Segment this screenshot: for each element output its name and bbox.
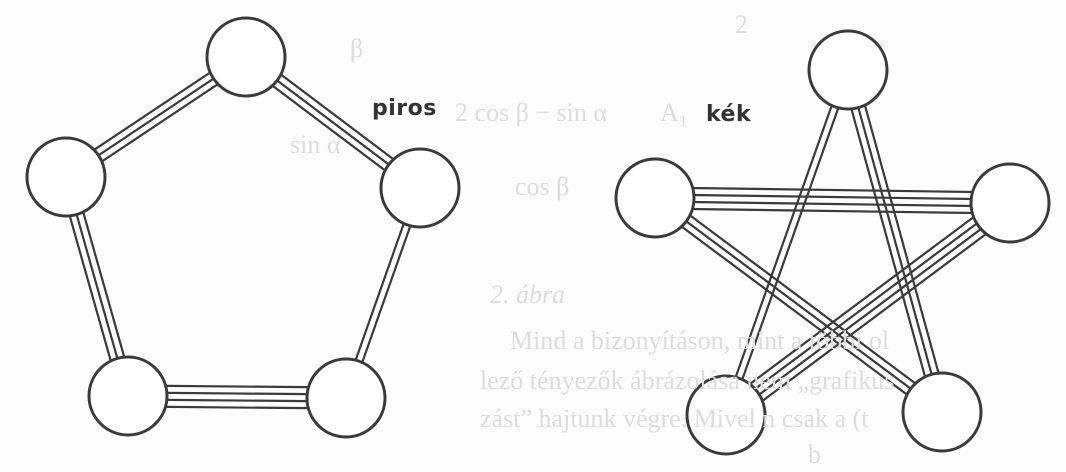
graph-node-bottom-left [87, 355, 169, 437]
bg-text: zást” hajtunk végre. Mivel n csak a (t [480, 404, 869, 433]
edge-stroke [655, 186, 1011, 194]
graph-label-piros: piros [372, 96, 437, 121]
bg-text: β [350, 34, 364, 63]
bg-text: 2 cos β − sin α [455, 98, 608, 127]
edge-stroke [723, 199, 1009, 414]
bg-text: b [808, 440, 821, 469]
graph-label-kek: kék [706, 102, 752, 127]
graph-node-left [614, 157, 696, 239]
edge-stroke [658, 191, 947, 408]
edge-stroke [654, 200, 1010, 208]
edge-stroke [853, 67, 950, 411]
bg-text: 2. ábra [490, 280, 566, 309]
graph-node-bottom-left [685, 374, 767, 456]
edge-stroke [721, 68, 846, 415]
edge-stroke [728, 70, 853, 417]
graph-node-bottom-right [901, 371, 983, 453]
bg-text: 2 [735, 10, 748, 39]
bg-text: sin α [290, 130, 341, 159]
bg-text: lező tényezők ábrázolása nem „grafikus [480, 366, 895, 395]
graph-node-bottom-right [305, 357, 387, 439]
bg-text: A₁ [660, 98, 688, 127]
graph-node-right [969, 162, 1051, 244]
graph-node-top [807, 29, 889, 111]
graph-node-left [25, 136, 107, 218]
graph-node-top [205, 16, 287, 98]
bg-text: cos β [515, 172, 570, 201]
bg-text: Mind a bizonyításon, mint a többi ol [510, 326, 890, 355]
edge-stroke [846, 69, 944, 413]
edge-stroke [727, 204, 1013, 419]
edge-stroke [654, 197, 943, 413]
edge-stroke [655, 193, 1011, 201]
edge-stroke [731, 210, 1017, 425]
graph-node-right [379, 147, 461, 229]
edge-stroke [650, 202, 939, 419]
edge-stroke [654, 207, 1010, 215]
edge-stroke [840, 71, 937, 415]
edge-stroke [719, 193, 1005, 408]
